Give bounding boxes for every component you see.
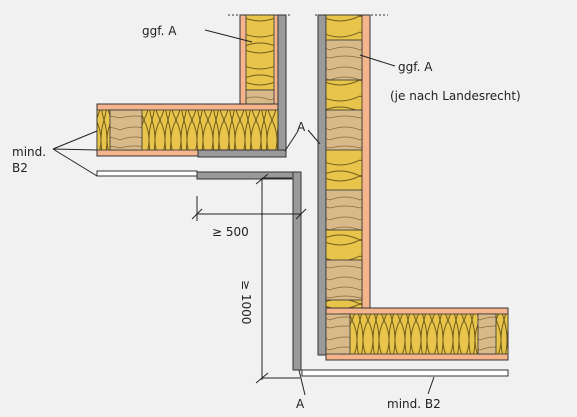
label-left-mind: mind. [12, 145, 46, 159]
label-dim-horizontal: ≥ 500 [212, 225, 249, 239]
label-dim-vertical: ≥ 1000 [239, 280, 253, 324]
right-floor-slab [301, 307, 509, 377]
leader-lines [52, 29, 435, 396]
label-a-upper: A [297, 120, 306, 134]
left-floor-slab [96, 103, 287, 177]
metal-angle [196, 171, 302, 371]
label-top-right: ggf. A [398, 60, 433, 74]
label-top-left: ggf. A [142, 24, 177, 38]
label-right-note: (je nach Landesrecht) [390, 89, 521, 103]
label-bottom-right: mind. B2 [387, 397, 441, 411]
right-wall [315, 14, 388, 356]
label-left-b2: B2 [12, 161, 28, 175]
upper-left-wall [228, 14, 292, 156]
dimension-lines [191, 173, 307, 384]
label-a-bottom: A [296, 397, 305, 411]
